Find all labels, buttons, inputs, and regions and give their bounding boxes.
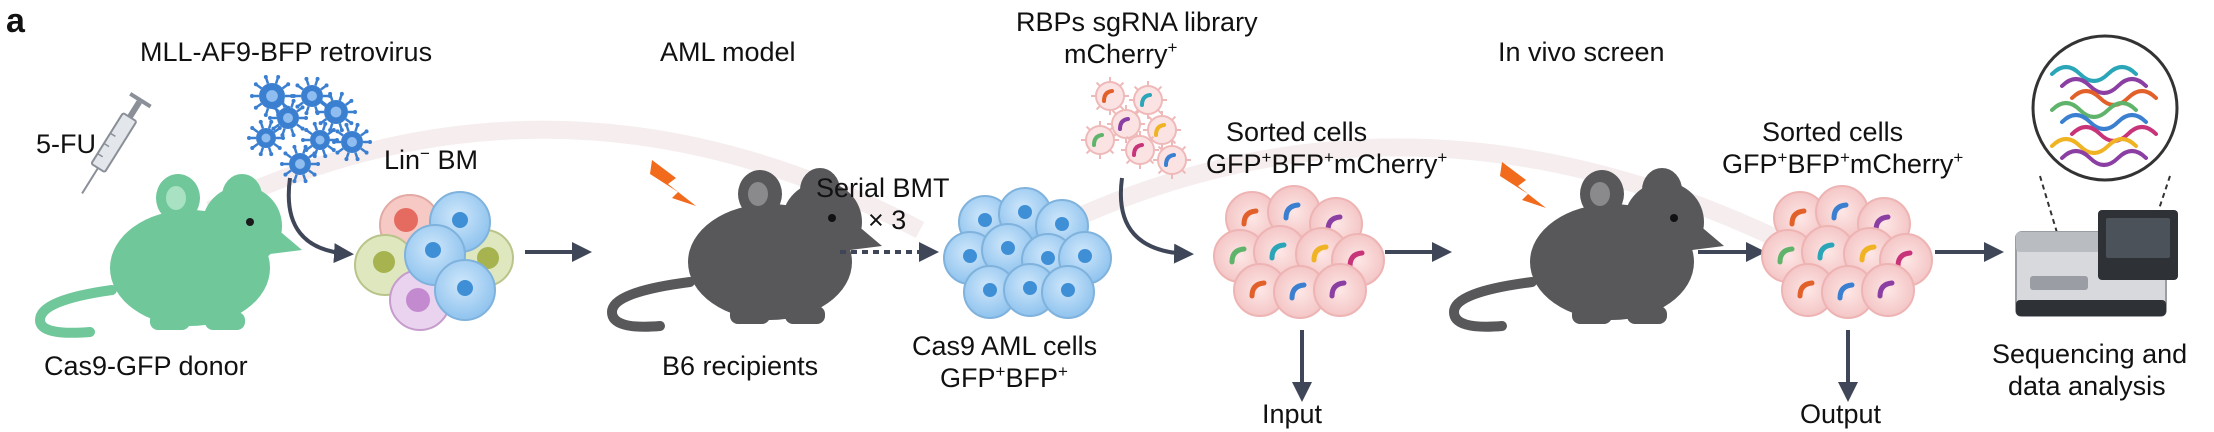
lin-bm-label: Lin− BM [384, 144, 478, 175]
library-label: RBPs sgRNA library [1016, 7, 1258, 37]
sequencing-reads-zoom [2031, 34, 2179, 237]
retrovirus-icon [247, 74, 372, 184]
syringe-icon [81, 92, 152, 194]
sequencer-icon [2015, 210, 2178, 317]
sgrna-virus-icon [1143, 111, 1181, 149]
donor-mouse-icon [34, 174, 302, 338]
sgrna-virus-icon [1091, 77, 1129, 115]
five-fu-label: 5-FU [36, 129, 96, 159]
sorted-cells-label-2: Sorted cells [1762, 117, 1904, 147]
in-vivo-mouse-icon [1448, 168, 1724, 332]
sequencing-read [2050, 101, 2138, 119]
sorted-cell [1861, 263, 1915, 317]
aml-cells-markers: GFP+BFP+ [940, 362, 1068, 393]
times-three-label: × 3 [868, 205, 907, 235]
virus-particle-icon [247, 119, 285, 157]
data-analysis-label: data analysis [2008, 371, 2166, 401]
sorted-markers-label-1: GFP+BFP+mCherry+ [1206, 148, 1448, 179]
sorted-cell [1313, 263, 1367, 317]
recipients-label: B6 recipients [662, 351, 819, 381]
sorted-markers-label-2: GFP+BFP+mCherry+ [1722, 148, 1964, 179]
sgrna-virus-icon [1153, 141, 1191, 179]
in-vivo-label: In vivo screen [1498, 37, 1665, 67]
virus-particle-icon [301, 121, 339, 159]
input-label: Input [1262, 399, 1323, 429]
virus-particle-icon [315, 91, 357, 133]
sorted-cells-output [1761, 185, 1933, 319]
output-label: Output [1800, 399, 1882, 429]
panel-letter: a [6, 2, 25, 40]
sequencing-read [2060, 77, 2148, 95]
virus-particle-icon [280, 144, 320, 184]
aml-cell [1041, 265, 1095, 319]
transduction-arrow-2 [1118, 177, 1194, 264]
virus-particle-icon [332, 122, 372, 162]
sorted-cells-input [1213, 185, 1385, 319]
sgrna-virus-icon [1121, 131, 1159, 169]
sorted-cell [1233, 263, 1287, 317]
sorted-cells-label-1: Sorted cells [1226, 117, 1368, 147]
transduction-arrow [286, 177, 354, 264]
aml-cells-label: Cas9 AML cells [912, 331, 1098, 361]
virus-particle-icon [268, 98, 308, 138]
sequencing-read [2060, 149, 2148, 167]
sgrna-library-icon [1081, 77, 1191, 179]
irradiation-icon [1500, 162, 1546, 208]
library-mcherry-label: mCherry+ [1064, 38, 1178, 69]
irradiation-icon [650, 160, 696, 206]
serial-bmt-label: Serial BMT [816, 173, 950, 203]
lin-bm-cells [354, 191, 514, 331]
aml-cell-cluster [943, 187, 1112, 319]
aml-model-label: AML model [660, 37, 796, 67]
sequencing-label: Sequencing and [1992, 339, 2188, 369]
sequencing-read [2050, 137, 2138, 155]
donor-label: Cas9-GFP donor [44, 351, 248, 381]
sgrna-virus-icon [1081, 121, 1119, 159]
recipient-mouse-icon [606, 168, 882, 332]
sequencing-read [2050, 65, 2138, 83]
retrovirus-label: MLL-AF9-BFP retrovirus [140, 37, 433, 67]
sequencing-read [2060, 113, 2148, 131]
